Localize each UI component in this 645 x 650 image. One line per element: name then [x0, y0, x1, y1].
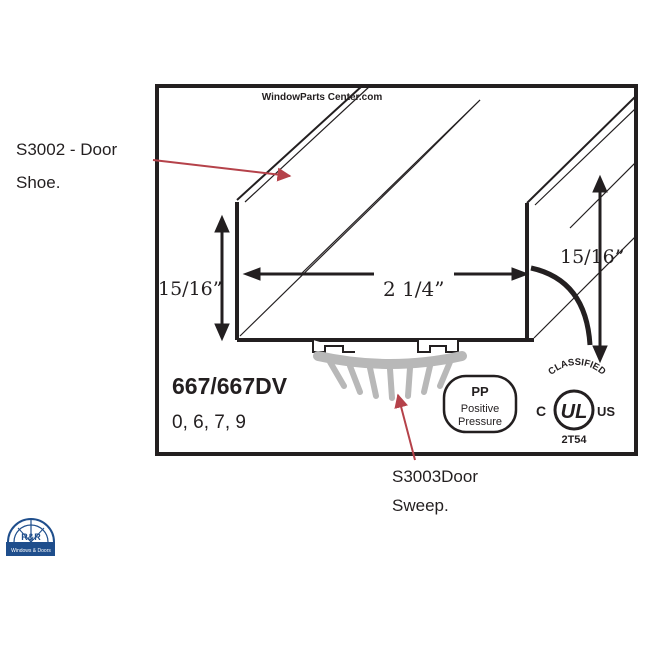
door-shoe-fin — [530, 265, 593, 346]
model-number: 667/667DV — [172, 373, 288, 399]
ul-us-letters: US — [597, 404, 615, 419]
door-shoe-callout-line2: Shoe. — [16, 173, 60, 192]
sweep-clips — [312, 340, 459, 353]
width-label: 2 1/4” — [383, 277, 445, 301]
door-sweep-callout-arrow — [394, 393, 416, 461]
door-sweep-callout-line2: Sweep. — [392, 496, 449, 515]
pp-badge-line2: Positive — [461, 403, 500, 415]
width-arrow — [242, 267, 530, 281]
door-shoe-callout-arrow — [152, 159, 292, 182]
watermark-text: WindowParts Center.com — [262, 92, 383, 103]
pp-badge-title: PP — [471, 384, 489, 399]
ul-code: 2T54 — [561, 434, 587, 446]
ul-letters: UL — [561, 401, 588, 423]
rr-logo-tagline: Windows & Doors — [11, 548, 51, 554]
left-height-arrow — [214, 214, 230, 342]
rr-logo: R&R Windows & Doors — [6, 518, 55, 556]
pp-badge: PP Positive Pressure — [442, 374, 518, 434]
rr-logo-initials: R&R — [21, 532, 41, 542]
right-height-label: 15/16” — [560, 246, 624, 268]
ul-circle — [553, 389, 595, 431]
right-height-arrow — [592, 174, 608, 364]
ul-c-letter: C — [536, 403, 546, 419]
door-sweep — [313, 351, 467, 401]
left-height-label: 15/16” — [158, 278, 222, 300]
door-shoe-callout-line1: S3002 - Door — [16, 140, 117, 159]
door-shoe-profile — [235, 85, 637, 342]
finish-codes: 0, 6, 7, 9 — [172, 412, 246, 433]
door-sweep-callout-line1: S3003Door — [392, 467, 478, 486]
pp-badge-line3: Pressure — [458, 416, 502, 428]
